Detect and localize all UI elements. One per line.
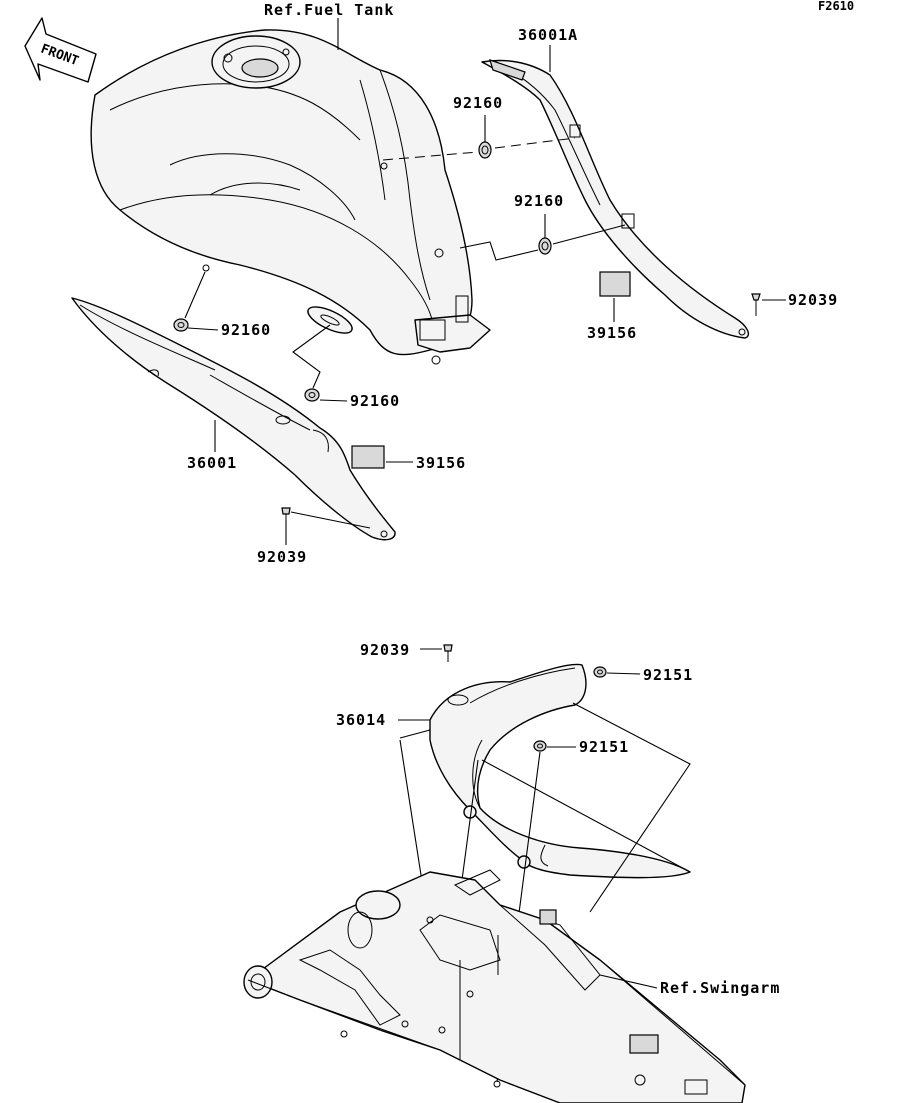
rear-cover-36014 (429, 663, 691, 879)
fuel-tank (90, 29, 491, 365)
grommet-92160-left-top (173, 318, 189, 332)
part-92160-label-1: 92160 (453, 94, 503, 112)
figure-code: F2610 (818, 0, 854, 13)
part-92160-label-2: 92160 (514, 192, 564, 210)
part-92151-label-1: 92151 (643, 666, 693, 684)
bolt-92151-lower (533, 740, 547, 752)
part-92160-label-3: 92160 (221, 321, 271, 339)
screw-92039-right (751, 293, 761, 316)
pad-39156-right (599, 271, 631, 297)
swingarm (243, 869, 746, 1103)
part-39156-label-1: 39156 (587, 324, 637, 342)
screw-92039-bottom (443, 644, 453, 662)
part-92160-label-4: 92160 (350, 392, 400, 410)
side-cover-36001a (481, 59, 750, 339)
part-92039-label-1: 92039 (788, 291, 838, 309)
grommet-92160-upper (478, 141, 492, 159)
part-92039-label-2: 92039 (257, 548, 307, 566)
side-cover-36001 (71, 297, 396, 541)
part-36001a-label: 36001A (518, 26, 578, 44)
front-arrow-icon: FRONT (24, 17, 97, 83)
part-92039-label-3: 92039 (360, 641, 410, 659)
pad-39156-left (351, 445, 385, 469)
screw-92039-left (281, 507, 291, 520)
ref-swingarm-label: Ref.Swingarm (660, 979, 780, 997)
part-36001-label: 36001 (187, 454, 237, 472)
part-36014-label: 36014 (336, 711, 386, 729)
part-92151-label-2: 92151 (579, 738, 629, 756)
bolt-92151-upper (593, 666, 607, 678)
grommet-92160-middle (538, 237, 552, 255)
ref-fuel-tank-label: Ref.Fuel Tank (264, 1, 394, 19)
part-39156-label-2: 39156 (416, 454, 466, 472)
grommet-92160-left-middle (304, 388, 320, 402)
